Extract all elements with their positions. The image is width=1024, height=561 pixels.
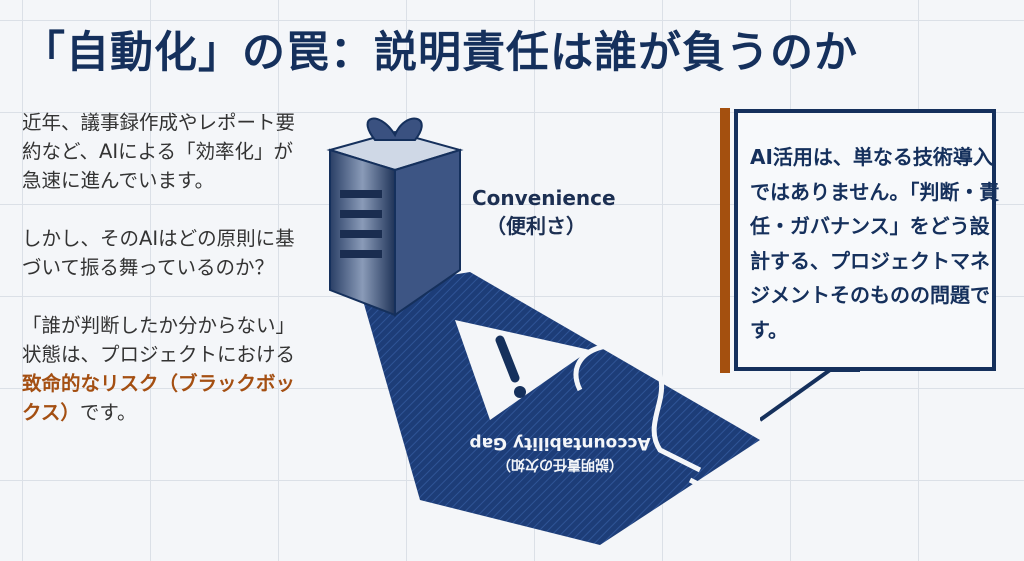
callout-tail bbox=[760, 368, 860, 422]
accountability-gap-illustration: （説明責任の欠如） Accountability Gap bbox=[326, 117, 760, 545]
page-title: 「自動化」の罠：説明責任は誰が負うのか bbox=[22, 28, 858, 78]
shadow-shape bbox=[360, 272, 760, 545]
accent-bar bbox=[720, 108, 730, 373]
convenience-sub: （便利さ） bbox=[486, 214, 586, 238]
paragraph-3-start: 「誰が判断したか分からない」状態は、プロジェクトにおける bbox=[22, 314, 296, 366]
callout-text: AI活用は、単なる技術導入ではありません。「判断・責任・ガバナンス」をどう設計す… bbox=[750, 145, 1000, 342]
paragraph-3: 「誰が判断したか分からない」状態は、プロジェクトにおける致命的なリスク（ブラック… bbox=[22, 311, 307, 427]
paragraph-1: 近年、議事録作成やレポート要約など、AIによる「効率化」が急速に進んでいます。 bbox=[22, 111, 296, 192]
server-gift-icon bbox=[326, 117, 464, 317]
gap-label: Accountability Gap bbox=[469, 433, 650, 453]
intro-text: 近年、議事録作成やレポート要約など、AIによる「効率化」が急速に進んでいます。 … bbox=[22, 108, 307, 456]
paragraph-2: しかし、そのAIはどの原則に基づいて振る舞っているのか？ bbox=[22, 227, 295, 279]
question-mark-icon bbox=[573, 343, 722, 498]
callout-box bbox=[734, 109, 996, 371]
convenience-label: Convenience （便利さ） bbox=[472, 184, 616, 240]
paragraph-3-end: です。 bbox=[79, 401, 137, 424]
convenience-title: Convenience bbox=[472, 186, 616, 210]
risk-highlight: 致命的なリスク（ブラックボックス） bbox=[22, 372, 296, 424]
gap-sub-label: （説明責任の欠如） bbox=[497, 456, 623, 473]
warning-triangle-icon bbox=[455, 320, 590, 420]
